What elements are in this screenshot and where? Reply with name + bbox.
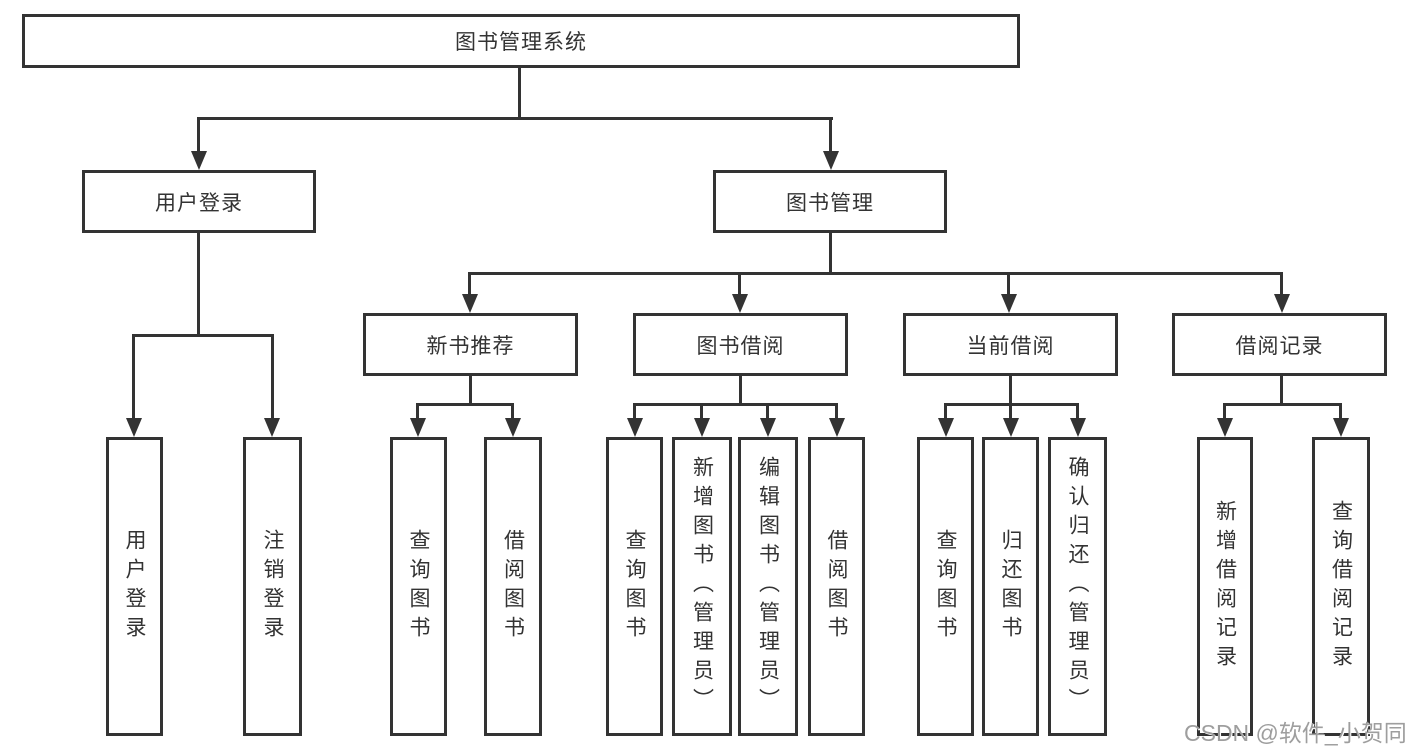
leaf-label: 新增借阅记录 <box>1213 499 1237 674</box>
arrow-down-icon <box>627 418 643 437</box>
connector-line <box>1223 403 1342 406</box>
connector-line <box>700 403 703 418</box>
leaf-user-login: 用户登录 <box>106 437 163 736</box>
connector-line <box>468 272 1283 275</box>
connector-line <box>829 117 832 152</box>
connector-line <box>416 403 514 406</box>
arrow-down-icon <box>732 294 748 313</box>
node-borrow-records: 借阅记录 <box>1172 313 1387 376</box>
connector-line <box>469 376 472 405</box>
leaf-label: 借阅图书 <box>501 528 525 645</box>
arrow-down-icon <box>1003 418 1019 437</box>
leaf-label: 查询图书 <box>407 528 431 645</box>
connector-line <box>197 233 200 335</box>
leaf-query-book-borrow: 查询图书 <box>606 437 663 736</box>
leaf-label: 查询图书 <box>623 528 647 645</box>
leaf-label: 归还图书 <box>999 528 1023 645</box>
leaf-logout: 注销登录 <box>243 437 302 736</box>
leaf-add-book-admin: 新增图书（管理员） <box>672 437 732 736</box>
leaf-label: 新增图书（管理员） <box>690 456 714 717</box>
connector-line <box>511 403 514 418</box>
leaf-return-book: 归还图书 <box>982 437 1039 736</box>
csdn-watermark: CSDN @软件_小贺同学 <box>1184 720 1405 746</box>
arrow-down-icon <box>126 418 142 437</box>
arrow-down-icon <box>191 151 207 170</box>
leaf-borrow-book-recommend: 借阅图书 <box>484 437 542 736</box>
node-user-login: 用户登录 <box>82 170 316 233</box>
node-label: 借阅记录 <box>1235 334 1324 358</box>
arrow-down-icon <box>1274 294 1290 313</box>
node-label: 图书借阅 <box>696 334 785 358</box>
arrow-down-icon <box>462 294 478 313</box>
arrow-down-icon <box>760 418 776 437</box>
leaf-label: 注销登录 <box>261 528 285 645</box>
leaf-add-borrow-record: 新增借阅记录 <box>1197 437 1253 736</box>
leaf-query-book-recommend: 查询图书 <box>390 437 447 736</box>
connector-line <box>944 403 947 418</box>
arrow-down-icon <box>410 418 426 437</box>
leaf-edit-book-admin: 编辑图书（管理员） <box>738 437 798 736</box>
connector-line <box>835 403 838 418</box>
connector-line <box>739 376 742 405</box>
arrow-down-icon <box>1333 418 1349 437</box>
connector-line <box>738 272 741 294</box>
connector-line <box>197 117 200 152</box>
leaf-label: 借阅图书 <box>825 528 849 645</box>
leaf-label: 用户登录 <box>123 528 147 645</box>
leaf-label: 确认归还（管理员） <box>1066 456 1090 717</box>
connector-line <box>271 334 274 418</box>
node-new-book-recommend: 新书推荐 <box>363 313 578 376</box>
connector-line <box>1223 403 1226 418</box>
node-label: 新书推荐 <box>426 334 515 358</box>
connector-line <box>633 403 636 418</box>
connector-line <box>1280 272 1283 294</box>
leaf-label: 编辑图书（管理员） <box>756 456 780 717</box>
arrow-down-icon <box>694 418 710 437</box>
connector-line <box>633 403 838 406</box>
node-label: 图书管理系统 <box>455 31 587 54</box>
leaf-label: 查询图书 <box>934 528 958 645</box>
node-root-library-system: 图书管理系统 <box>22 14 1020 68</box>
arrow-down-icon <box>829 418 845 437</box>
node-label: 用户登录 <box>155 191 243 215</box>
arrow-down-icon <box>938 418 954 437</box>
connector-line <box>1076 403 1079 418</box>
connector-line <box>132 334 135 418</box>
connector-line <box>1009 403 1012 418</box>
arrow-down-icon <box>1001 294 1017 313</box>
node-label: 当前借阅 <box>966 334 1055 358</box>
arrow-down-icon <box>823 151 839 170</box>
node-book-management: 图书管理 <box>713 170 947 233</box>
connector-line <box>829 233 832 275</box>
leaf-label: 查询借阅记录 <box>1329 499 1353 674</box>
connector-line <box>766 403 769 418</box>
arrow-down-icon <box>264 418 280 437</box>
leaf-query-book-current: 查询图书 <box>917 437 974 736</box>
connector-line <box>1280 376 1283 405</box>
node-current-borrow: 当前借阅 <box>903 313 1118 376</box>
leaf-query-borrow-record: 查询借阅记录 <box>1312 437 1370 736</box>
arrow-down-icon <box>1070 418 1086 437</box>
connector-line <box>416 403 419 418</box>
connector-line <box>468 272 471 294</box>
connector-line <box>518 68 521 118</box>
leaf-confirm-return-admin: 确认归还（管理员） <box>1048 437 1107 736</box>
arrow-down-icon <box>505 418 521 437</box>
node-book-borrow: 图书借阅 <box>633 313 848 376</box>
connector-line <box>1007 272 1010 294</box>
connector-line <box>1339 403 1342 418</box>
connector-line <box>1009 376 1012 405</box>
connector-line <box>197 117 833 120</box>
node-label: 图书管理 <box>786 191 874 215</box>
connector-line <box>132 334 274 337</box>
arrow-down-icon <box>1217 418 1233 437</box>
leaf-borrow-book: 借阅图书 <box>808 437 865 736</box>
